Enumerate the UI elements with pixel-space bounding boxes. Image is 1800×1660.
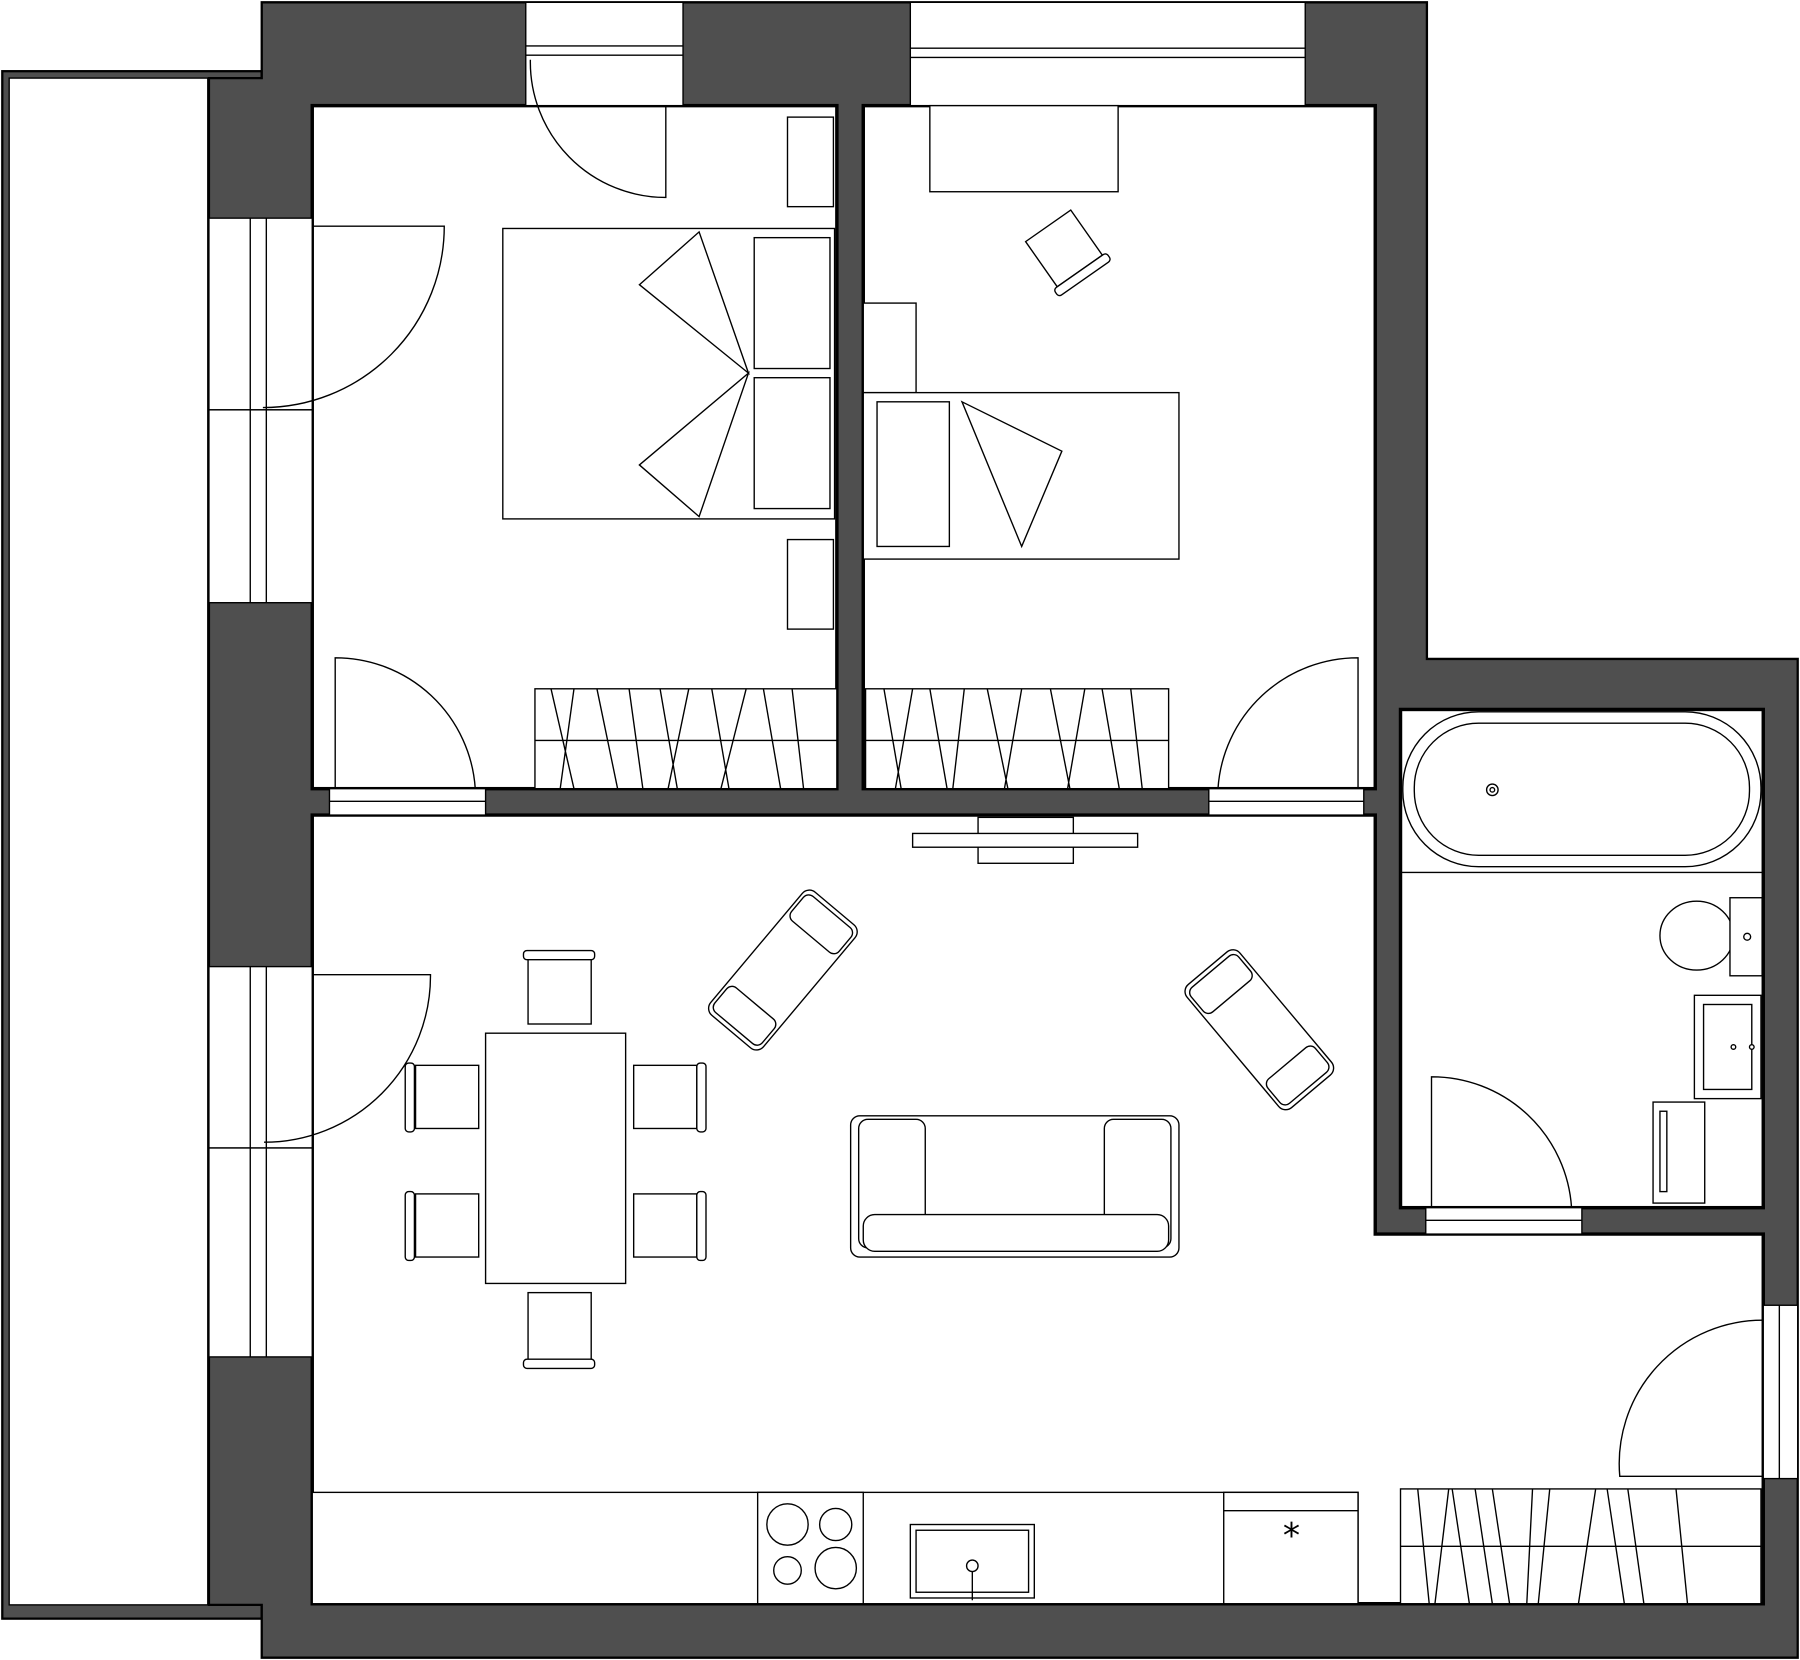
armchair [1184, 949, 1335, 1111]
dining-table [484, 1032, 627, 1285]
sofa [849, 1115, 1180, 1258]
desk-chair [1024, 209, 1111, 297]
desk [929, 104, 1119, 193]
nightstand [786, 538, 835, 630]
kitchen-counter [311, 1491, 1359, 1605]
pillow [753, 236, 831, 370]
bookshelf [1399, 1488, 1762, 1605]
doors [262, 59, 1764, 1477]
tv-unit [911, 816, 1139, 864]
bookshelf [864, 688, 1170, 790]
bathtub [1402, 711, 1762, 868]
armchair [707, 889, 858, 1051]
nightstand [786, 116, 835, 208]
pillow [876, 401, 951, 548]
windows [208, 1, 1799, 1480]
bookshelf [534, 688, 838, 790]
fridge-symbol: * [1283, 1516, 1300, 1556]
washbasin [1693, 994, 1762, 1100]
nightstand [862, 302, 917, 394]
toilet [1659, 897, 1763, 977]
single-bed [862, 391, 1180, 560]
double-bed [502, 227, 836, 520]
washing-machine [1652, 1101, 1706, 1204]
dining-chairs [404, 949, 707, 1370]
pillow [753, 377, 831, 510]
